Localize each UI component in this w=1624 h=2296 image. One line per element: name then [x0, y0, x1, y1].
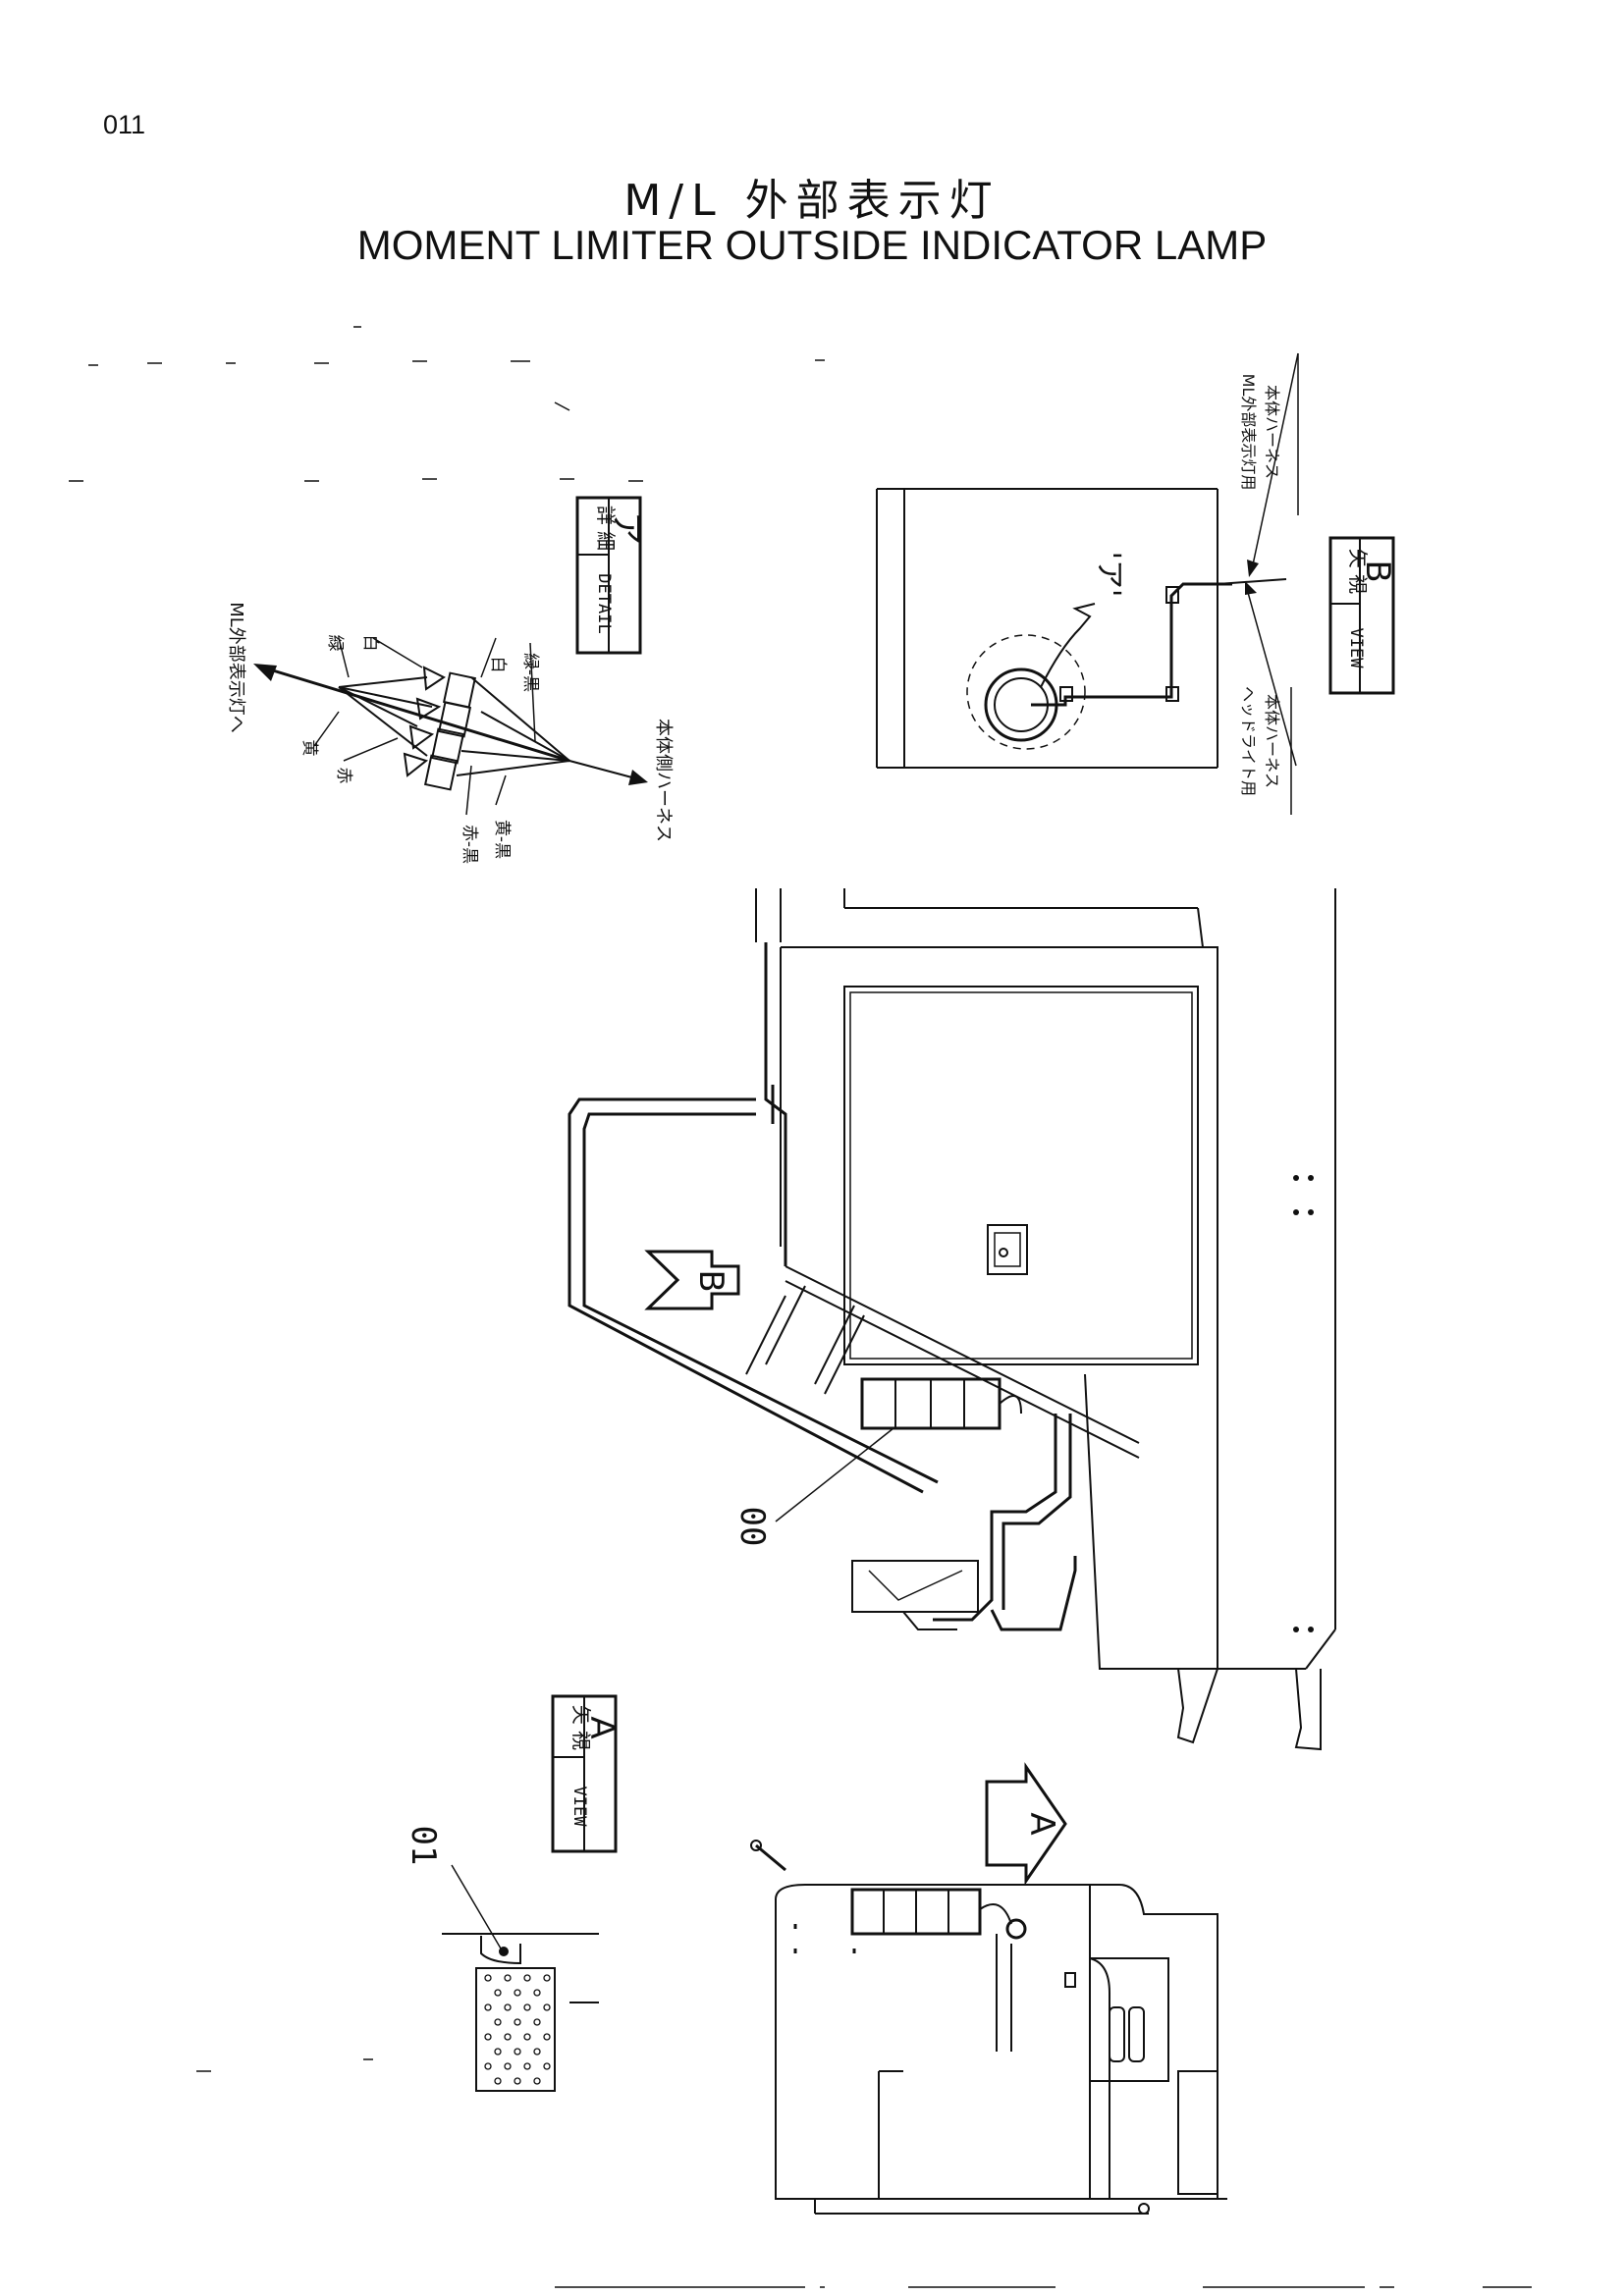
- view-arrow-b: B: [644, 1250, 740, 1310]
- wire-label-5: 赤: [334, 768, 353, 784]
- view-b-diagram: 'ア' ML外部表示灯用 本体ハーネス ヘッドライト用 本体ハーネス 矢 視 V…: [876, 352, 1397, 815]
- wire-label-2: 白: [488, 657, 508, 673]
- harness-ml-line1: ML外部表示灯用: [1239, 374, 1258, 491]
- view-b-box: [1328, 536, 1395, 695]
- view-a-box-jp: 矢 視: [569, 1705, 593, 1750]
- view-a-diagram: 矢 視 VIEW A 01: [404, 1694, 1227, 2215]
- lamp-lens: [475, 1967, 556, 2092]
- title-japanese: M/L 外部表示灯: [623, 176, 1001, 226]
- wire-label-1: 白: [360, 635, 380, 652]
- mirror: [851, 1560, 979, 1613]
- harness-head-line2: 本体ハーネス: [1263, 694, 1281, 788]
- arrow-b-label: B: [691, 1269, 731, 1292]
- view-b-box-jp: 矢 視: [1346, 549, 1370, 594]
- label-to-lamp: ML外部表示灯へ: [226, 602, 246, 733]
- view-a-box-en: VIEW: [569, 1787, 589, 1828]
- view-a-box-letter: A: [582, 1716, 622, 1738]
- view-b-box-en: VIEW: [1346, 628, 1366, 669]
- main-side-view: 00 B A: [568, 888, 1336, 1886]
- door-panel: [843, 986, 1199, 1365]
- wire-label-7: 黄-黒: [492, 820, 512, 859]
- label-body-harness: 本体側ハーネス: [653, 719, 674, 842]
- scan-noise: [69, 326, 825, 2072]
- part-ref-00: 00: [732, 1507, 772, 1547]
- harness-head-line1: ヘッドライト用: [1239, 686, 1258, 796]
- wire-label-3: 緑-黒: [520, 653, 540, 692]
- title-english: MOMENT LIMITER OUTSIDE INDICATOR LAMP: [356, 222, 1268, 268]
- wire-label-0: 緑: [325, 635, 345, 652]
- view-arrow-a: A: [985, 1762, 1067, 1886]
- harness-ml-line2: 本体ハーネス: [1263, 385, 1281, 479]
- wire-label-4: 黄: [299, 740, 319, 757]
- part-ref-01: 01: [404, 1826, 443, 1866]
- wire-label-6: 赤-黒: [460, 825, 479, 864]
- view-b-callout: 'ア': [1092, 552, 1126, 598]
- view-b-box-letter: B: [1358, 560, 1397, 582]
- detail-box-letter: ア: [607, 511, 646, 545]
- detail-a-diagram: 詳 細 DETAIL ア ML外部表示灯へ 本体側ハーネス 緑 白 白: [226, 496, 674, 864]
- arrow-a-label: A: [1022, 1812, 1061, 1835]
- detail-box-en: DETAIL: [594, 573, 614, 633]
- page-number: 011: [103, 110, 146, 139]
- detail-box-jp: 詳 細: [594, 506, 618, 551]
